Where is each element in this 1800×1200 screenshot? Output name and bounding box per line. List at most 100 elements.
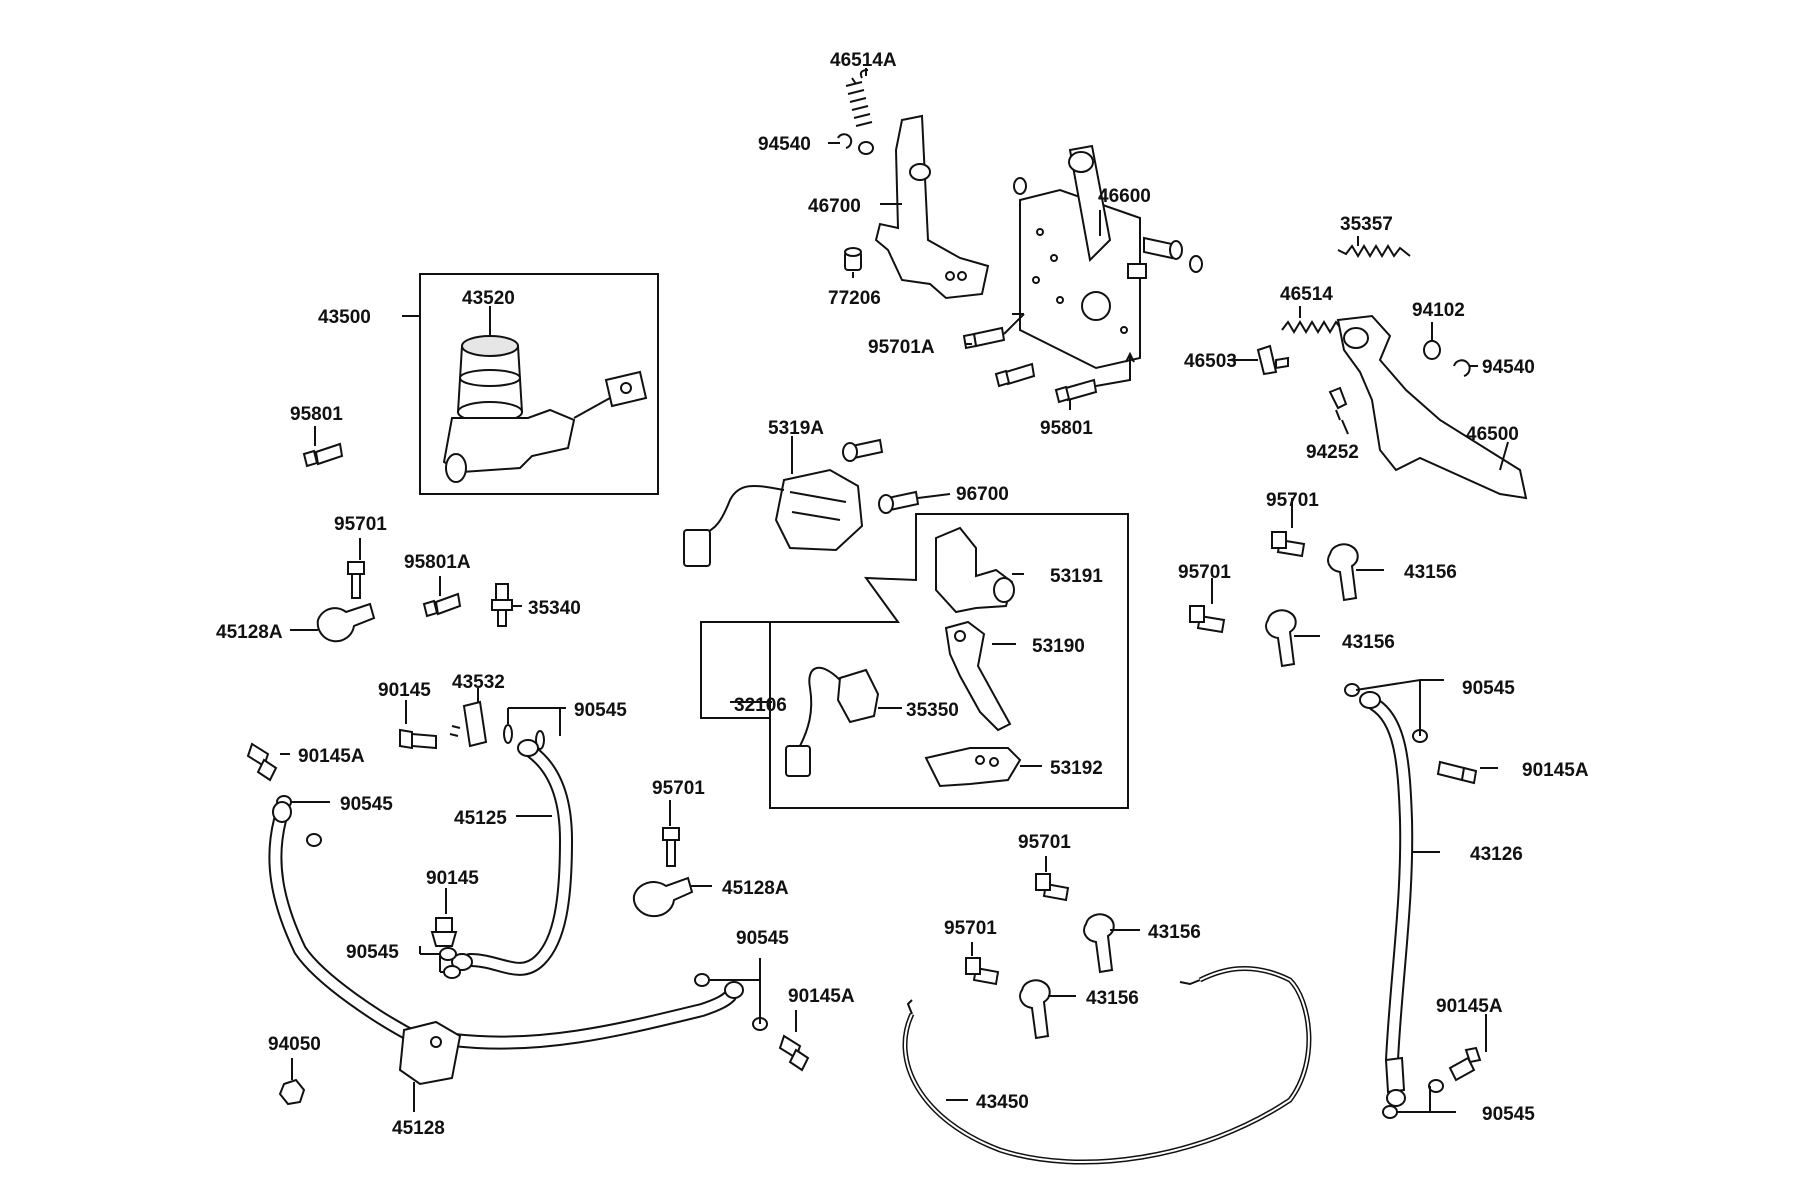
clamp-45128A-mid (632, 876, 694, 918)
junction-45128 (398, 1020, 462, 1086)
label-90545-top: 90545 (574, 700, 627, 721)
nut-94050 (278, 1078, 306, 1106)
label-90545-left: 90545 (340, 794, 393, 815)
label-95701-c1: 95701 (1018, 832, 1071, 853)
label-90145A-r: 90145A (1522, 760, 1589, 781)
part-labels: 46514A 94540 46700 77206 46600 95701A 95… (216, 50, 1589, 1139)
label-95801-center: 95801 (1040, 418, 1093, 439)
label-95701-r1: 95701 (1266, 490, 1319, 511)
label-95801A: 95801A (404, 552, 471, 573)
clamp-43156-r2 (1265, 609, 1297, 668)
label-53191: 53191 (1050, 566, 1103, 587)
label-53192: 53192 (1050, 758, 1103, 779)
spring-46514A (845, 69, 873, 127)
clamp-43156-c1 (1083, 913, 1115, 974)
label-90545-r1: 90545 (1462, 678, 1515, 699)
washer-90545-r2a (1428, 1079, 1444, 1093)
label-46500: 46500 (1466, 424, 1519, 445)
label-43156-c2: 43156 (1086, 988, 1139, 1009)
label-90545-mid: 90545 (346, 942, 399, 963)
clamp-45128A-left (316, 602, 376, 643)
harness-32106 (785, 666, 841, 777)
sensor-5319A-group (683, 438, 951, 567)
label-46700: 46700 (808, 196, 861, 217)
washer-90545-left-b (306, 833, 322, 847)
clamp-43156-c2 (1019, 979, 1051, 1040)
pin-94252 (1328, 386, 1348, 421)
bolt-95701-c2 (965, 957, 1000, 986)
washer-90545-r2b (1382, 1105, 1398, 1119)
bolt-95801-left (302, 442, 344, 468)
clip-94540-right (1453, 359, 1471, 377)
hose-43126 (1359, 691, 1414, 1107)
label-43126: 43126 (1470, 844, 1523, 865)
label-77206: 77206 (828, 288, 881, 309)
clip-46503 (1256, 344, 1289, 376)
left-lower-hoses (246, 700, 810, 1106)
label-95701-c2: 95701 (944, 918, 997, 939)
center-lower (902, 873, 1312, 1165)
label-46503: 46503 (1184, 351, 1237, 372)
brake-pedal-group (1256, 244, 1528, 500)
switch-35350 (836, 668, 880, 724)
label-43156-c1: 43156 (1148, 922, 1201, 943)
label-43520: 43520 (462, 288, 515, 309)
label-90145-mid: 90145 (426, 868, 479, 889)
label-94252: 94252 (1306, 442, 1359, 463)
plate-53192 (924, 747, 1022, 788)
washer-94102 (1423, 340, 1441, 360)
bolt-90145-mid (430, 917, 458, 947)
label-43450: 43450 (976, 1092, 1029, 1113)
label-35340: 35340 (528, 598, 581, 619)
bracket-53191 (935, 526, 1015, 614)
bolt-90145A-r2 (1448, 1046, 1482, 1082)
label-43156-r1: 43156 (1404, 562, 1457, 583)
bolt-95801-center-b (1054, 351, 1135, 404)
master-cylinder-box (402, 273, 659, 495)
pedal-46500 (1336, 314, 1528, 500)
label-35357: 35357 (1340, 214, 1393, 235)
lever-53190 (944, 620, 1012, 732)
clamp-43156-r1 (1327, 543, 1359, 602)
label-43156-r2: 43156 (1342, 632, 1395, 653)
label-43532: 43532 (452, 672, 505, 693)
label-53190: 53190 (1032, 636, 1085, 657)
hose-main-left (268, 801, 744, 1050)
label-94540-right: 94540 (1482, 357, 1535, 378)
bolt-90145A-left (246, 742, 278, 782)
label-45128A-left: 45128A (216, 622, 283, 643)
label-46514: 46514 (1280, 284, 1333, 305)
cylinder-body (442, 370, 648, 483)
right-hardware (1189, 531, 1482, 1119)
hose-45125 (451, 739, 574, 976)
washer-90545-top-a (503, 724, 513, 744)
leader-lines (280, 68, 1509, 1113)
bolt-90145A-low (778, 1034, 810, 1072)
label-90145A-low: 90145A (788, 986, 855, 1007)
washer-90545-low-a (694, 973, 710, 987)
spring-35357 (1337, 244, 1411, 258)
label-35350: 35350 (906, 700, 959, 721)
bolt-95701-r1 (1271, 531, 1306, 558)
reservoir-43520 (456, 335, 524, 423)
bolt-95801A (422, 592, 462, 618)
label-95701-left: 95701 (334, 514, 387, 535)
label-95701-r2: 95701 (1178, 562, 1231, 583)
bracket-46600 (1013, 144, 1203, 370)
washer-90545-mid-a (439, 947, 457, 961)
label-5319A: 5319A (768, 418, 824, 439)
label-94540-top: 94540 (758, 134, 811, 155)
label-96700: 96700 (956, 484, 1009, 505)
bolt-95701-c1 (1035, 873, 1070, 902)
cable-43450 (902, 965, 1312, 1165)
label-94102: 94102 (1412, 300, 1465, 321)
washer-94540-top (837, 133, 874, 155)
label-46514A: 46514A (830, 50, 897, 71)
label-45125: 45125 (454, 808, 507, 829)
nut-77206 (844, 247, 862, 271)
bolt-95701-r2 (1189, 605, 1226, 634)
sensor-detail-frame (700, 513, 1129, 809)
washer-90545-mid-b (443, 965, 461, 979)
bolt-95701-mid (662, 827, 680, 867)
